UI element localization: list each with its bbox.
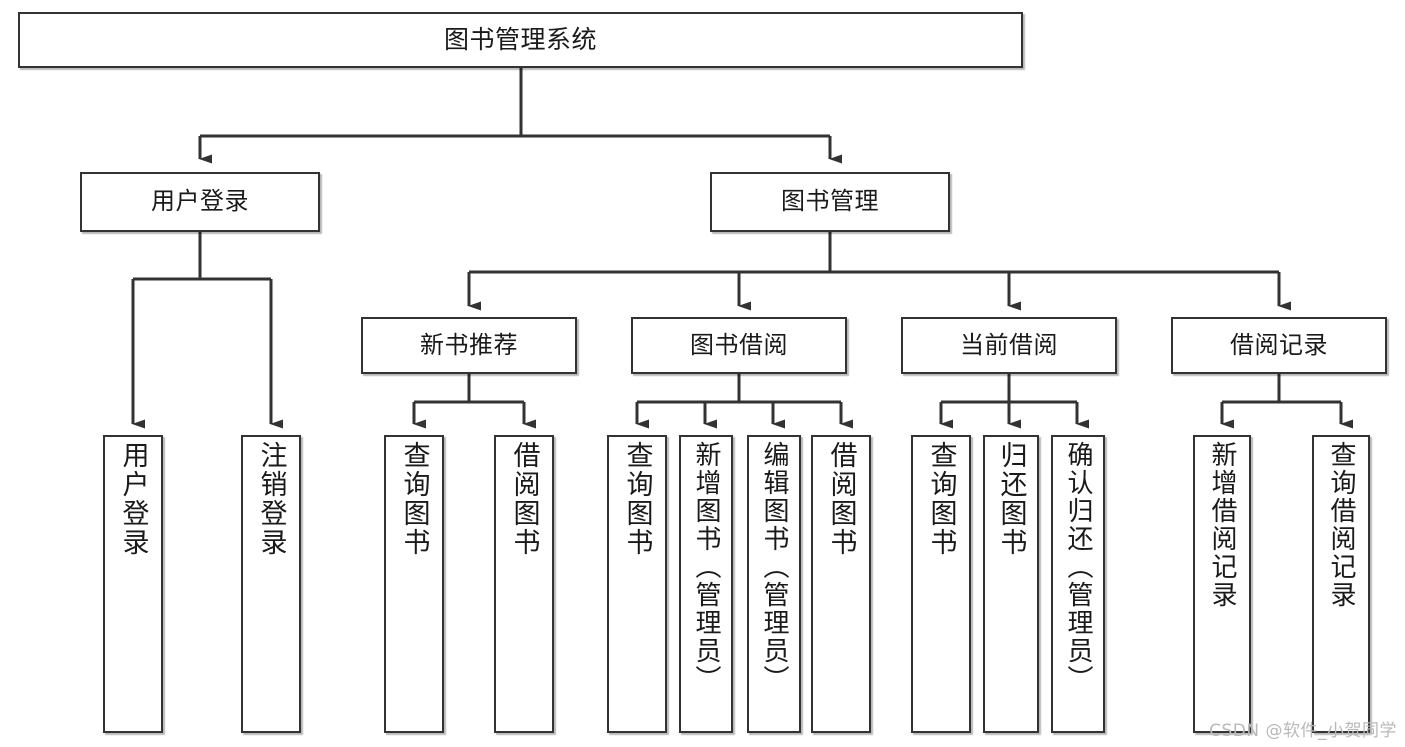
node-current-borrow-label: 当前借阅 [960,330,1058,359]
node-leaf-query-record[interactable]: 查询借阅记录 [1312,435,1370,733]
node-book-manage[interactable]: 图书管理 [710,172,950,232]
node-leaf-edit-book[interactable]: 编辑图书（管理员） [747,435,801,733]
node-leaf-add-book[interactable]: 新增图书（管理员） [679,435,733,733]
node-new-book-recommend[interactable]: 新书推荐 [361,317,577,374]
node-current-borrow[interactable]: 当前借阅 [901,317,1117,374]
node-leaf-query-book-1-label: 查询图书 [398,441,430,557]
node-leaf-edit-book-label: 编辑图书（管理员） [759,441,789,693]
node-leaf-borrow-book-2-label: 借阅图书 [825,441,857,557]
node-leaf-query-book-3[interactable]: 查询图书 [911,435,971,733]
node-leaf-add-record[interactable]: 新增借阅记录 [1193,435,1251,733]
node-root-label: 图书管理系统 [443,24,597,54]
csdn-watermark: CSDN @软件_小贺同学 [1209,721,1397,741]
node-book-manage-label: 图书管理 [781,187,879,216]
node-book-borrow-label: 图书借阅 [690,330,788,359]
node-leaf-query-book-2-label: 查询图书 [621,441,653,557]
node-leaf-query-book-1[interactable]: 查询图书 [384,435,444,733]
node-leaf-query-record-label: 查询借阅记录 [1326,441,1356,609]
node-leaf-logout[interactable]: 注销登录 [241,435,301,733]
node-leaf-borrow-book-1-label: 借阅图书 [508,441,540,557]
node-leaf-borrow-book-1[interactable]: 借阅图书 [494,435,554,733]
node-leaf-return-book-label: 归还图书 [995,441,1027,557]
node-leaf-user-login[interactable]: 用户登录 [103,435,163,733]
node-new-book-recommend-label: 新书推荐 [420,330,518,359]
node-leaf-return-book[interactable]: 归还图书 [983,435,1039,733]
node-leaf-logout-label: 注销登录 [255,441,287,557]
node-leaf-borrow-book-2[interactable]: 借阅图书 [811,435,871,733]
node-leaf-add-record-label: 新增借阅记录 [1207,441,1237,609]
node-user-login-label: 用户登录 [151,187,249,216]
node-leaf-confirm-return[interactable]: 确认归还（管理员） [1051,435,1105,733]
node-borrow-record[interactable]: 借阅记录 [1171,317,1387,374]
node-book-borrow[interactable]: 图书借阅 [631,317,847,374]
node-leaf-query-book-3-label: 查询图书 [925,441,957,557]
node-leaf-user-login-label: 用户登录 [117,441,149,557]
node-leaf-add-book-label: 新增图书（管理员） [691,441,721,693]
node-user-login[interactable]: 用户登录 [80,172,320,232]
node-borrow-record-label: 借阅记录 [1230,330,1328,359]
node-leaf-query-book-2[interactable]: 查询图书 [607,435,667,733]
node-leaf-confirm-return-label: 确认归还（管理员） [1063,441,1093,693]
node-root[interactable]: 图书管理系统 [18,12,1023,68]
